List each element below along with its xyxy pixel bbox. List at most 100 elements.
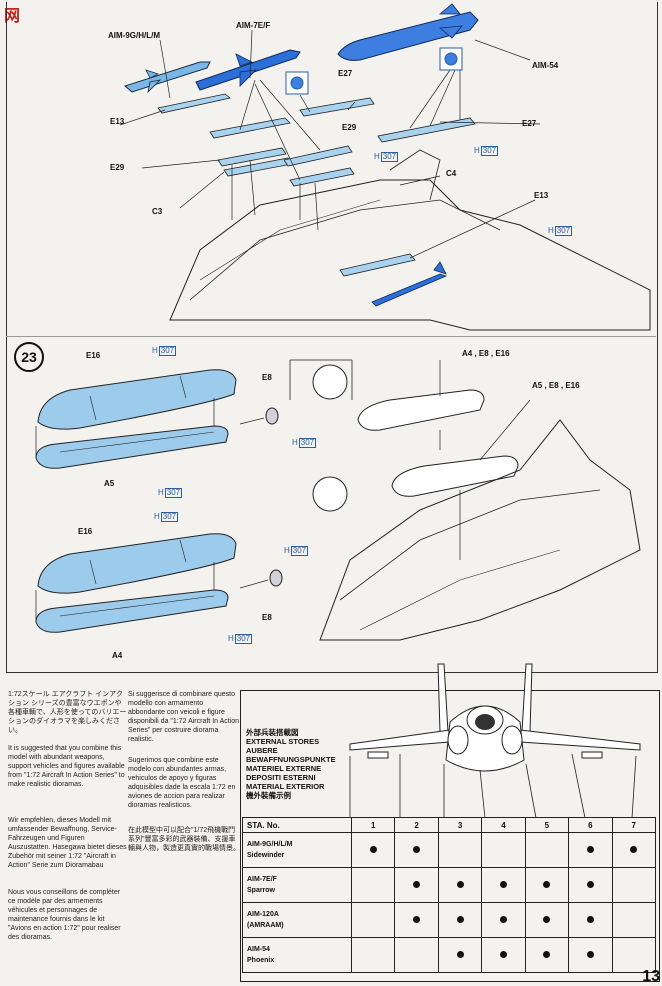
store-subname: (AMRAAM): [247, 922, 284, 929]
note-japanese: 1:72スケール エアクラフト インアクション シリーズの豊富なウエポンや各種車…: [8, 691, 127, 734]
station-4: 4: [481, 817, 526, 833]
label-e29-b: E29: [110, 163, 125, 172]
loadout-dot-icon: [413, 845, 421, 853]
label-e13-b: E13: [534, 191, 549, 200]
label-a5: A5: [104, 479, 115, 488]
station-cell: [568, 937, 613, 973]
aim7-missile: [195, 49, 301, 91]
label-c4: C4: [446, 169, 457, 178]
station-cell: [611, 867, 657, 903]
step-number: 23: [14, 342, 44, 372]
upper-assembly-drawing: [119, 3, 651, 331]
table-row: AIM-9G/H/L/M Sidewinder: [242, 832, 657, 868]
table-row: AIM-120A(AMRAAM): [242, 902, 657, 938]
station-cell: [568, 832, 613, 868]
external-stores-titles: 外部兵装搭載図 EXTERNAL STORES AUBERE BEWAFFNUN…: [246, 728, 336, 800]
station-cell: [394, 902, 439, 938]
loadout-dot-icon: [499, 950, 507, 958]
store-subname: Phoenix: [247, 957, 275, 964]
station-cell: [394, 867, 439, 903]
aim9-missile: [123, 61, 211, 93]
station-cell: [524, 937, 570, 973]
drill-marker-2: [439, 47, 463, 71]
aim54-missile: [337, 11, 479, 61]
tank-upper-1: [37, 369, 237, 430]
page-number: 13: [642, 968, 660, 985]
station-cell: [437, 867, 483, 903]
label-e29-a: E29: [342, 123, 357, 132]
loadout-dot-icon: [586, 880, 594, 888]
stores-title-es: MATERIAL EXTERIOR: [246, 782, 325, 791]
label-a4-e8-e16: A4 , E8 , E16: [462, 349, 510, 358]
label-c3: C3: [152, 207, 163, 216]
stores-title-jp: 外部兵装搭載図: [246, 728, 299, 737]
loadout-dot-icon: [543, 950, 551, 958]
stores-title-en: EXTERNAL STORES: [246, 737, 320, 746]
station-cell: [568, 867, 613, 903]
tank-lower-1: [35, 425, 229, 469]
tank-upper-2: [37, 533, 237, 594]
loadout-dot-icon: [630, 845, 638, 853]
stores-title-fr: MATERIEL EXTERNE: [246, 764, 322, 773]
loadout-dot-icon: [456, 950, 464, 958]
store-name-cell: AIM-7E/F Sparrow: [242, 867, 352, 903]
station-cell: [524, 832, 570, 868]
stores-title-2: AUBERE: [246, 746, 278, 755]
station-cell: [524, 902, 570, 938]
sta-label: STA. No.: [242, 817, 352, 833]
tank-lower-2: [35, 589, 229, 633]
loadout-dot-icon: [543, 880, 551, 888]
label-a5-e8-e16: A5 , E8 , E16: [532, 381, 580, 390]
station-cell: [394, 937, 439, 973]
loadout-dot-icon: [456, 880, 464, 888]
station-7: 7: [611, 817, 657, 833]
loadout-dot-icon: [499, 880, 507, 888]
section-divider: [6, 336, 656, 337]
station-cell: [350, 832, 396, 868]
station-cell: [611, 902, 657, 938]
station-cell: [437, 832, 483, 868]
label-e27-b: E27: [522, 119, 537, 128]
label-aim9: AIM-9G/H/L/M: [108, 31, 160, 40]
station-cell: [437, 902, 483, 938]
front-view-aircraft: [349, 663, 641, 819]
store-name: AIM-7E/F: [247, 876, 277, 883]
label-e16-b: E16: [78, 527, 93, 536]
store-name: AIM-54: [247, 946, 270, 953]
station-cell: [481, 867, 526, 903]
station-cell: [524, 867, 570, 903]
station-1: 1: [350, 817, 396, 833]
instruction-frame: [6, 2, 658, 673]
label-aim54: AIM-54: [532, 61, 559, 70]
note-italian: Si suggerisce di combinare questo modell…: [128, 691, 240, 743]
store-subname: Sparrow: [247, 887, 276, 894]
store-name: AIM-9G/H/L/M: [247, 841, 293, 848]
table-row: AIM-7E/F Sparrow: [242, 867, 657, 903]
loadout-dot-icon: [499, 915, 507, 923]
station-3: 3: [437, 817, 483, 833]
loadout-dot-icon: [369, 845, 377, 853]
store-name-cell: AIM-120A(AMRAAM): [242, 902, 352, 938]
station-cell: [437, 937, 483, 973]
store-subname: Sidewinder: [247, 852, 285, 859]
label-e27-a: E27: [338, 69, 353, 78]
station-6: 6: [568, 817, 613, 833]
note-french: Nous vous conseillons de compléter ce mo…: [8, 889, 121, 941]
station-2: 2: [394, 817, 439, 833]
station-cell: [568, 902, 613, 938]
loadout-dot-icon: [586, 950, 594, 958]
label-e8-b: E8: [262, 613, 272, 622]
note-english: It is suggested that you combine this mo…: [8, 745, 125, 788]
label-e8-a: E8: [262, 373, 272, 382]
station-cell: [481, 937, 526, 973]
loadout-dot-icon: [586, 915, 594, 923]
stores-title-de: BEWAFFNUNGSPUNKTE: [246, 755, 336, 764]
station-cell: [350, 937, 396, 973]
